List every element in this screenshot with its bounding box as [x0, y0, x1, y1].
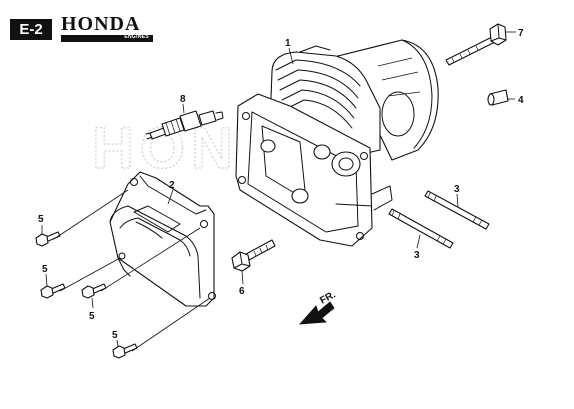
small-bolt-parts — [35, 231, 138, 359]
callout-3-upper: 3 — [454, 184, 460, 195]
head-cover-part — [109, 171, 216, 307]
callout-6: 6 — [239, 286, 245, 297]
callout-4: 4 — [518, 95, 524, 106]
spark-plug-part — [145, 110, 224, 140]
head-bolt-part — [445, 23, 507, 66]
callout-7: 7 — [518, 28, 524, 39]
front-label: FR. — [318, 289, 338, 306]
brand-logo: HONDA ENGINES — [61, 13, 153, 42]
cylinder-head-part — [235, 39, 439, 247]
callout-2: 2 — [169, 180, 175, 191]
brand-wordmark: HONDA — [61, 13, 141, 35]
callout-numbers: 1 2 3 3 4 5 5 5 5 6 7 8 — [38, 28, 524, 341]
callout-3-lower: 3 — [414, 250, 420, 261]
brand-subtitle: ENGINES — [124, 34, 149, 40]
callout-5-b: 5 — [42, 264, 48, 275]
flange-bolt-part — [231, 239, 276, 272]
brand-bar — [61, 35, 153, 42]
callout-5-a: 5 — [38, 214, 44, 225]
callout-5-c: 5 — [89, 311, 95, 322]
section-code-badge: E-2 — [10, 19, 52, 40]
callout-5-d: 5 — [112, 330, 118, 341]
callout-8: 8 — [180, 94, 186, 105]
stud-parts — [388, 190, 490, 249]
dowel-pin-part — [487, 89, 509, 106]
front-direction-arrow: FR. — [299, 289, 338, 325]
leader-lines — [41, 31, 516, 352]
callout-1: 1 — [285, 38, 291, 49]
